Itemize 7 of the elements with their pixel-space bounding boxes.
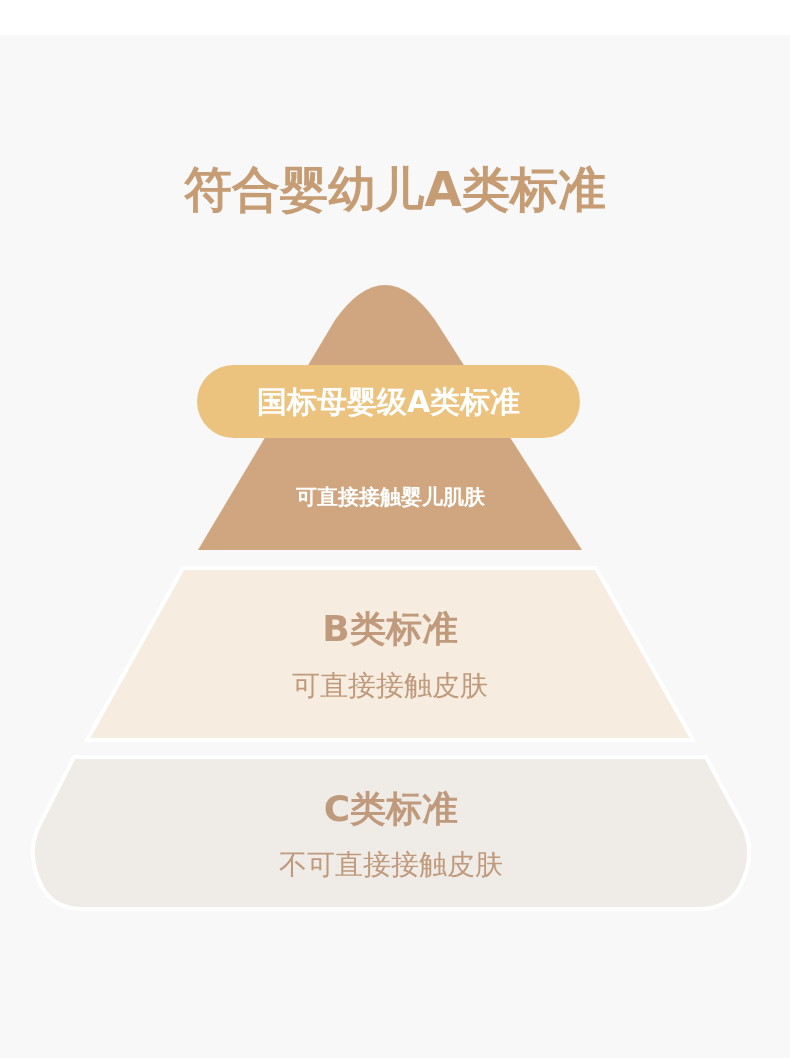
tier-description: 可直接接触婴儿肌肤 xyxy=(294,484,486,511)
title: 符合婴幼儿A类标准 xyxy=(183,160,607,219)
tier-description: 不可直接接触皮肤 xyxy=(278,847,504,883)
tier-description: 可直接接触皮肤 xyxy=(291,668,489,704)
tier-title: C类标准 xyxy=(322,787,460,831)
tier-title: B类标准 xyxy=(321,607,459,651)
standard-badge: 国标母婴级A类标准 xyxy=(197,365,580,438)
